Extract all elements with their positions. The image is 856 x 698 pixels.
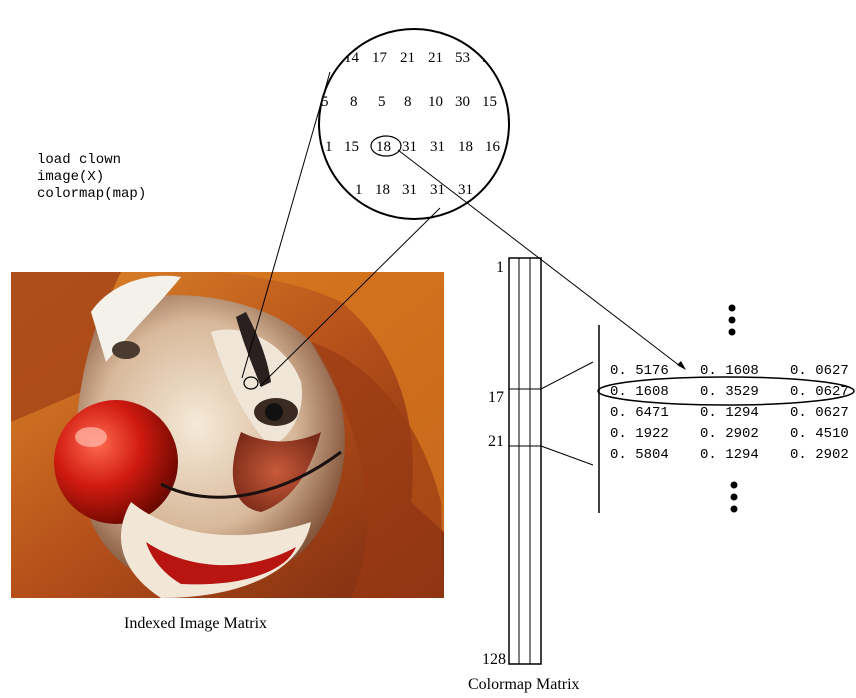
expand-line-bottom bbox=[541, 446, 593, 465]
mag-cell: 21 bbox=[391, 5, 406, 21]
mag-cell: 8 bbox=[404, 94, 412, 110]
mag-cell: 53 bbox=[482, 50, 497, 66]
colormap-cell: 0. 1294 bbox=[700, 405, 759, 421]
colormap-cell: 0. 5804 bbox=[610, 447, 669, 463]
zoom-line-right bbox=[260, 208, 440, 386]
mag-cell: 21 bbox=[428, 50, 443, 66]
colormap-cell: 0. 4510 bbox=[790, 426, 849, 442]
mag-cell: 5 bbox=[378, 94, 386, 110]
colormap-column bbox=[509, 258, 541, 664]
mag-cell: 12 bbox=[362, 5, 377, 21]
mag-cell-highlighted: 18 bbox=[376, 139, 391, 155]
colormap-cell: 0. 0627 bbox=[790, 363, 849, 379]
indexed-image-caption: Indexed Image Matrix bbox=[124, 615, 267, 633]
colormap-cell: 0. 6471 bbox=[610, 405, 669, 421]
mag-cell: 18 bbox=[375, 182, 390, 198]
mag-cell: 40 bbox=[417, 5, 432, 21]
mag-cell: 31 bbox=[458, 182, 473, 198]
mag-cell: 17 bbox=[372, 50, 388, 66]
mag-cell: 15 bbox=[344, 139, 359, 155]
colormap-caption: Colormap Matrix bbox=[468, 676, 580, 694]
mag-cell: 1 bbox=[355, 182, 363, 198]
colormap-row-label-17: 17 bbox=[488, 389, 504, 406]
mag-cell: 18 bbox=[458, 139, 473, 155]
expand-line-top bbox=[541, 362, 593, 389]
colormap-cell: 0. 0627 bbox=[790, 405, 849, 421]
ellipsis-dots-top bbox=[729, 305, 736, 336]
colormap-row-label-first: 1 bbox=[496, 259, 504, 276]
mag-cell: 31 bbox=[402, 182, 417, 198]
colormap-cell: 0. 2902 bbox=[790, 447, 849, 463]
mag-cell: 31 bbox=[430, 139, 445, 155]
magnifier-values: 12 21 40 6 14 17 21 21 53 53 5 8 5 8 10 … bbox=[321, 5, 501, 198]
mag-cell: 31 bbox=[402, 139, 417, 155]
zoom-line-left bbox=[242, 72, 330, 378]
mag-cell: 21 bbox=[400, 50, 415, 66]
colormap-cell: 0. 1294 bbox=[700, 447, 759, 463]
mag-cell: 30 bbox=[455, 94, 470, 110]
pointer-arrowhead bbox=[677, 361, 686, 370]
mag-cell: 8 bbox=[350, 94, 358, 110]
mag-cell: 1 bbox=[325, 139, 333, 155]
colormap-cell: 0. 2902 bbox=[700, 426, 759, 442]
colormap-cell: 0. 1922 bbox=[610, 426, 669, 442]
mag-cell: 16 bbox=[485, 139, 501, 155]
mag-cell: 6 bbox=[442, 5, 450, 21]
colormap-cell: 0. 5176 bbox=[610, 363, 669, 379]
ellipsis-dots-bottom bbox=[731, 482, 738, 513]
mag-cell: 10 bbox=[428, 94, 443, 110]
image-zoom-marker bbox=[244, 377, 258, 389]
mag-cell: 53 bbox=[455, 50, 470, 66]
colormap-row-label-21: 21 bbox=[488, 433, 504, 450]
colormap-cell: 0. 3529 bbox=[700, 384, 759, 400]
colormap-row-label-last: 128 bbox=[482, 651, 506, 668]
colormap-cell: 0. 1608 bbox=[610, 384, 669, 400]
mag-cell: 15 bbox=[482, 94, 497, 110]
